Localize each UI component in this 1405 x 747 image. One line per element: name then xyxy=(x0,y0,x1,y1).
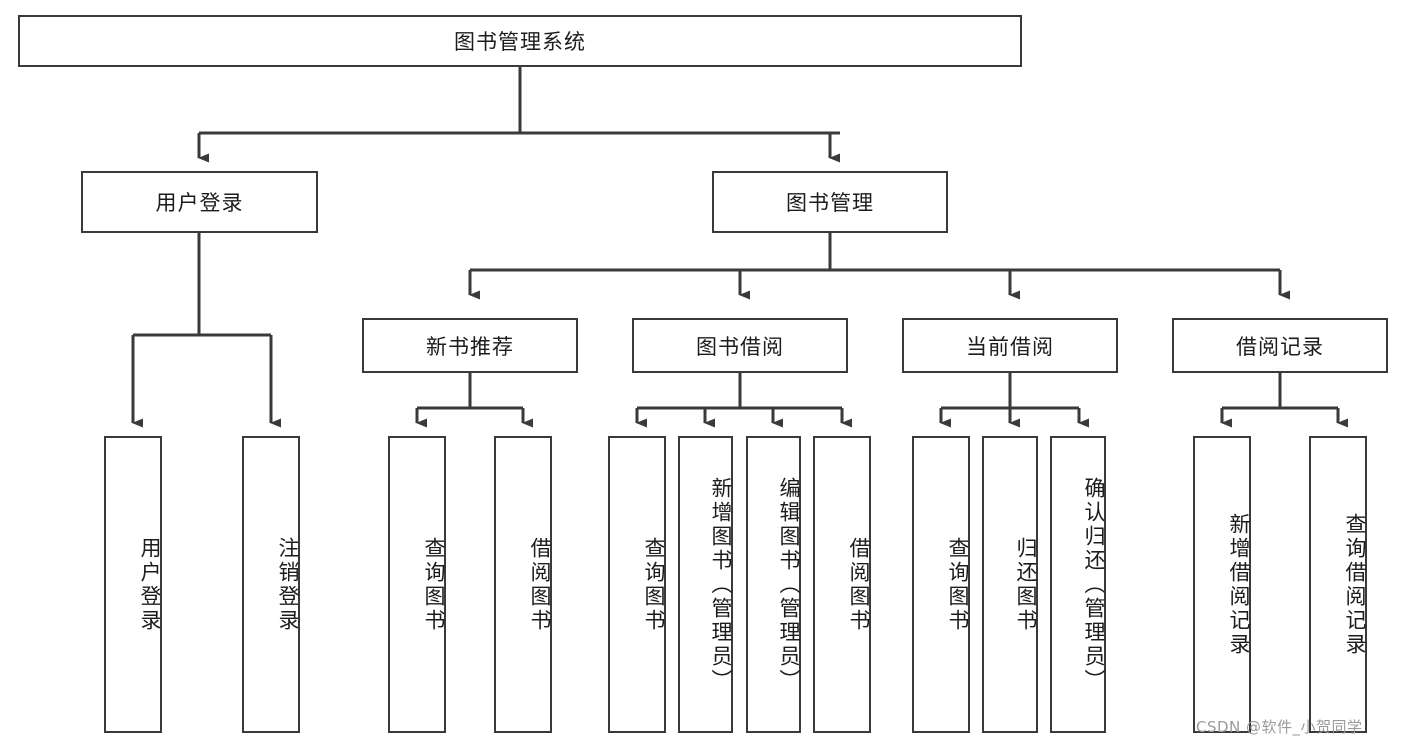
node-label: 借阅图书 xyxy=(847,536,871,633)
leaf-recommend-borrow-book[interactable]: 借阅图书 xyxy=(494,436,552,733)
leaf-record-add-record[interactable]: 新增借阅记录 xyxy=(1193,436,1251,733)
node-current-borrow[interactable]: 当前借阅 xyxy=(902,318,1118,373)
node-label: 图书管理 xyxy=(786,191,874,215)
node-root-system[interactable]: 图书管理系统 xyxy=(18,15,1022,67)
node-book-management[interactable]: 图书管理 xyxy=(712,171,948,233)
leaf-borrow-query-book[interactable]: 查询图书 xyxy=(608,436,666,733)
node-label: 归还图书 xyxy=(1014,536,1038,633)
node-label: 新增借阅记录 xyxy=(1227,512,1251,657)
leaf-user-login-signin[interactable]: 用户登录 xyxy=(104,436,162,733)
node-label: 新增图书（管理员） xyxy=(709,476,733,693)
node-borrow-record[interactable]: 借阅记录 xyxy=(1172,318,1388,373)
leaf-user-login-signout[interactable]: 注销登录 xyxy=(242,436,300,733)
leaf-borrow-edit-book-admin[interactable]: 编辑图书（管理员） xyxy=(746,436,801,733)
node-label: 编辑图书（管理员） xyxy=(777,476,801,693)
node-label: 当前借阅 xyxy=(966,334,1054,359)
node-label: 借阅图书 xyxy=(528,536,552,633)
node-new-book-recommend[interactable]: 新书推荐 xyxy=(362,318,578,373)
csdn-watermark: CSDN @软件_小贺同学 xyxy=(1196,718,1363,736)
leaf-record-query-record[interactable]: 查询借阅记录 xyxy=(1309,436,1367,733)
node-label: 借阅记录 xyxy=(1236,334,1324,359)
leaf-current-confirm-return-admin[interactable]: 确认归还（管理员） xyxy=(1050,436,1106,733)
node-label: 新书推荐 xyxy=(426,334,514,359)
node-label: 注销登录 xyxy=(276,536,300,633)
node-label: 用户登录 xyxy=(155,191,244,215)
leaf-borrow-borrow-book[interactable]: 借阅图书 xyxy=(813,436,871,733)
node-label: 查询图书 xyxy=(422,536,446,633)
node-label: 查询借阅记录 xyxy=(1343,512,1367,657)
leaf-current-return-book[interactable]: 归还图书 xyxy=(982,436,1038,733)
leaf-borrow-add-book-admin[interactable]: 新增图书（管理员） xyxy=(678,436,733,733)
leaf-recommend-query-book[interactable]: 查询图书 xyxy=(388,436,446,733)
node-label: 查询图书 xyxy=(642,536,666,633)
leaf-current-query-book[interactable]: 查询图书 xyxy=(912,436,970,733)
node-label: 图书借阅 xyxy=(696,334,784,359)
node-label: 查询图书 xyxy=(946,536,970,633)
node-user-login[interactable]: 用户登录 xyxy=(81,171,318,233)
node-label: 图书管理系统 xyxy=(454,30,586,54)
node-label: 确认归还（管理员） xyxy=(1082,476,1106,693)
node-book-borrow[interactable]: 图书借阅 xyxy=(632,318,848,373)
node-label: 用户登录 xyxy=(138,536,162,633)
